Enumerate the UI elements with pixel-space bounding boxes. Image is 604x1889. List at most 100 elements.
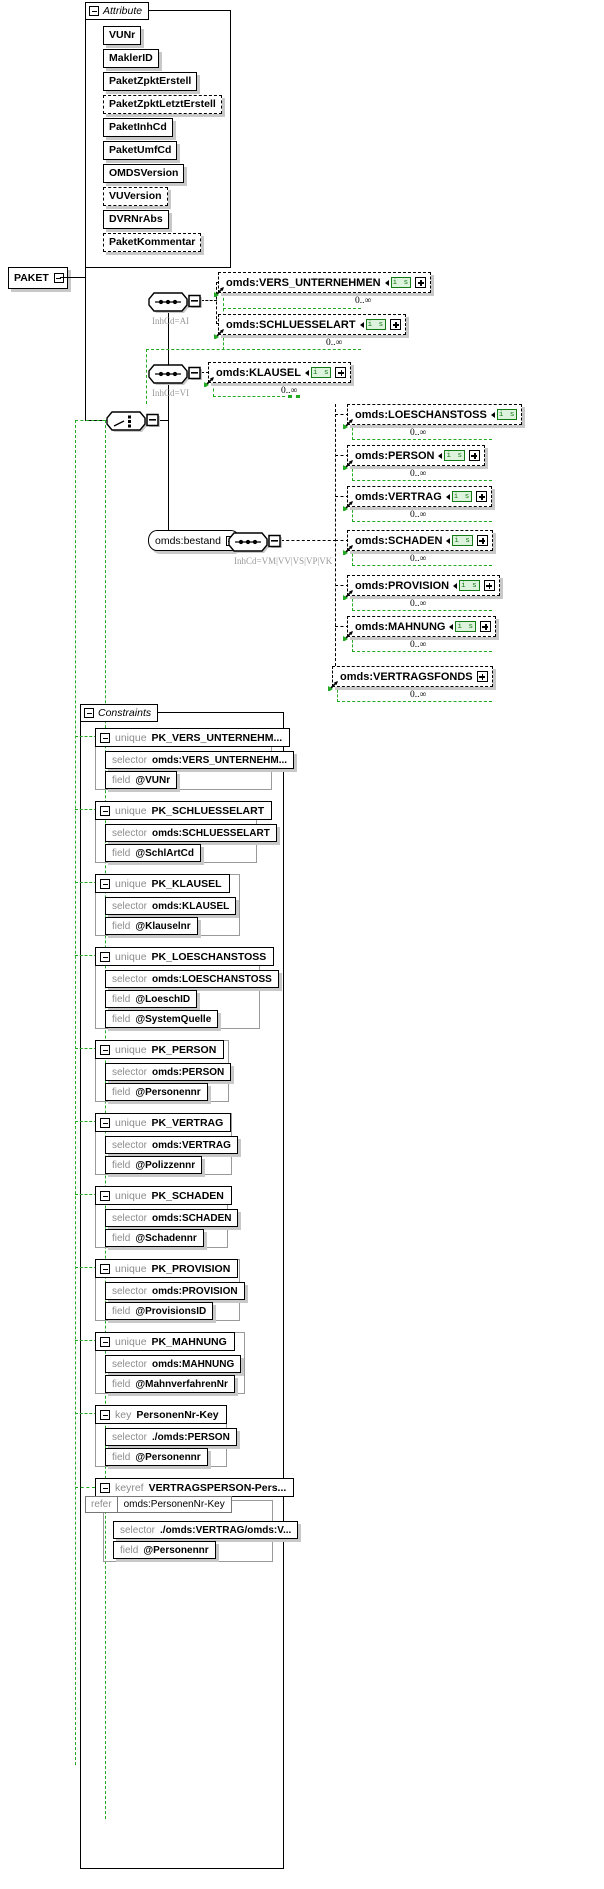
- element-label: omds:LOESCHANSTOSS: [355, 408, 487, 421]
- selector-value: omds:SCHLUESSELART: [152, 827, 270, 839]
- element-schaden[interactable]: omds:SCHADEN i s: [343, 530, 493, 555]
- attribute-group-header[interactable]: Attribute: [85, 2, 150, 20]
- element-person[interactable]: omds:PERSON i s: [343, 445, 485, 470]
- element-vertrag[interactable]: omds:VERTRAG i s: [343, 486, 493, 511]
- cardinality-provision: 0..∞: [410, 599, 427, 609]
- constraint-field-row[interactable]: field @Personennr: [105, 1083, 208, 1101]
- constraint-header-pk-provision[interactable]: unique PK_PROVISION: [95, 1259, 239, 1278]
- connector: [60, 277, 86, 279]
- minus-icon[interactable]: [100, 951, 110, 962]
- minus-icon[interactable]: [100, 1190, 110, 1201]
- constraint-selector-row[interactable]: selector omds:MAHNUNG: [105, 1355, 242, 1373]
- constraint-selector-row[interactable]: selector omds:KLAUSEL: [105, 897, 237, 915]
- constraint-header-pk-schaden[interactable]: unique PK_SCHADEN: [95, 1186, 232, 1205]
- element-klausel[interactable]: omds:KLAUSEL i s: [204, 362, 352, 387]
- minus-icon[interactable]: [84, 708, 94, 718]
- constraint-selector-row[interactable]: selector ./omds:PERSON: [105, 1428, 237, 1446]
- sequence-compositor-bestand[interactable]: [226, 530, 282, 553]
- attribute-dvrnrabs[interactable]: DVRNrAbs: [103, 210, 169, 229]
- minus-icon[interactable]: [100, 1409, 110, 1420]
- minus-icon[interactable]: [100, 1263, 110, 1274]
- attribute-paketzpkterstell[interactable]: PaketZpktErstell: [103, 72, 198, 91]
- constraint-selector-row[interactable]: selector ./omds:VERTRAG/omds:V...: [113, 1521, 299, 1539]
- expand-icon[interactable]: [476, 491, 488, 502]
- attribute-vuversion[interactable]: VUVersion: [103, 187, 168, 206]
- constraint-header-pk-vertrag[interactable]: unique PK_VERTRAG: [95, 1113, 232, 1132]
- expand-icon[interactable]: [479, 621, 491, 632]
- element-mahnung[interactable]: omds:MAHNUNG i s: [343, 616, 496, 641]
- reference-arrow-icon: [204, 377, 214, 387]
- constraint-field-row[interactable]: field @Personennr: [113, 1541, 216, 1559]
- constraint-header-vertragsperson-keyref[interactable]: keyref VERTRAGSPERSON-Pers...: [95, 1478, 295, 1497]
- minus-icon[interactable]: [89, 6, 99, 16]
- expand-icon[interactable]: [390, 319, 402, 330]
- attribute-vunr[interactable]: VUNr: [103, 26, 142, 45]
- constraint-field-row[interactable]: field @SchlArtCd: [105, 844, 202, 862]
- constraint-field-row[interactable]: field @Klauselnr: [105, 917, 198, 935]
- minus-icon[interactable]: [100, 805, 110, 816]
- expand-icon[interactable]: [468, 450, 480, 461]
- constraint-selector-row[interactable]: selector omds:PROVISION: [105, 1282, 245, 1300]
- sequence-compositor-ai[interactable]: [146, 290, 202, 313]
- constraint-field-row[interactable]: field @LoeschID: [105, 990, 198, 1008]
- constraint-field-row[interactable]: field @MahnverfahrenNr: [105, 1375, 235, 1393]
- expand-icon[interactable]: [476, 671, 488, 682]
- constraint-field-row[interactable]: field @Polizzennr: [105, 1156, 203, 1174]
- attribute-omdsversion[interactable]: OMDSVersion: [103, 164, 185, 183]
- element-vertragsfonds[interactable]: omds:VERTRAGSFONDS: [328, 666, 493, 691]
- sequence-compositor-vi[interactable]: [146, 362, 202, 385]
- constraint-kind: unique: [115, 950, 147, 963]
- selector-value: omds:PERSON: [152, 1066, 225, 1078]
- constraint-field-row[interactable]: field @VUNr: [105, 771, 178, 789]
- element-loeschanstoss[interactable]: omds:LOESCHANSTOSS i s: [343, 404, 523, 429]
- choice-compositor[interactable]: [104, 409, 160, 432]
- constraint-selector-row[interactable]: selector omds:SCHLUESSELART: [105, 824, 277, 842]
- attribute-paketkommentar[interactable]: PaketKommentar: [103, 233, 202, 252]
- constraint-selector-row[interactable]: selector omds:VERTRAG: [105, 1136, 238, 1154]
- attribute-paketzpktletzterstell[interactable]: PaketZpktLetztErstell: [103, 95, 222, 114]
- minus-icon[interactable]: [100, 1336, 110, 1347]
- expand-icon[interactable]: [476, 535, 488, 546]
- constraint-field-row[interactable]: field @ProvisionsID: [105, 1302, 214, 1320]
- element-provision[interactable]: omds:PROVISION i s: [343, 575, 500, 600]
- constraint-header-personennr-key[interactable]: key PersonenNr-Key: [95, 1405, 227, 1424]
- field-key: field: [112, 774, 131, 786]
- constraint-header-pk-vers-unternehmen[interactable]: unique PK_VERS_UNTERNEHM...: [95, 728, 291, 747]
- constraint-header-pk-person[interactable]: unique PK_PERSON: [95, 1040, 225, 1059]
- minus-icon[interactable]: [100, 1482, 110, 1493]
- expand-icon[interactable]: [483, 580, 495, 591]
- minus-icon[interactable]: [100, 1044, 110, 1055]
- minus-icon[interactable]: [100, 732, 110, 743]
- expand-icon[interactable]: [335, 367, 347, 378]
- constraint-header-pk-klausel[interactable]: unique PK_KLAUSEL: [95, 874, 230, 893]
- attribute-paketinhcd[interactable]: PaketInhCd: [103, 118, 173, 137]
- element-schluesselart[interactable]: omds:SCHLUESSELART i s: [214, 314, 407, 339]
- expand-icon[interactable]: [415, 277, 427, 288]
- constraint-header-pk-schluesselart[interactable]: unique PK_SCHLUESSELART: [95, 801, 273, 820]
- attribute-label: OMDSVersion: [109, 167, 179, 180]
- element-vers-unternehmen[interactable]: omds:VERS_UNTERNEHMEN i s: [214, 272, 432, 297]
- keyref-refer-row[interactable]: refer omds:PersonenNr-Key: [85, 1496, 232, 1513]
- constraints-group-header[interactable]: Constraints: [80, 704, 159, 722]
- attribute-maklerid[interactable]: MaklerID: [103, 49, 159, 68]
- constraint-name: PK_SCHLUESSELART: [151, 804, 265, 817]
- constraint-field-row[interactable]: field @Personennr: [105, 1448, 208, 1466]
- selector-value: omds:SCHADEN: [152, 1212, 232, 1224]
- constraint-selector-row[interactable]: selector omds:LOESCHANSTOSS: [105, 970, 279, 988]
- green-connector: [75, 955, 97, 956]
- constraint-header-pk-loeschanstoss[interactable]: unique PK_LOESCHANSTOSS: [95, 947, 275, 966]
- attribute-paketumfcd[interactable]: PaketUmfCd: [103, 141, 178, 160]
- minus-icon[interactable]: [100, 878, 110, 889]
- reference-arrow-icon: [343, 501, 353, 511]
- green-connector: [223, 308, 361, 309]
- constraint-selector-row[interactable]: selector omds:SCHADEN: [105, 1209, 239, 1227]
- constraint-field-row[interactable]: field @Schadennr: [105, 1229, 204, 1247]
- reference-arrow-icon: [343, 419, 353, 429]
- constraint-selector-row[interactable]: selector omds:VERS_UNTERNEHM...: [105, 751, 295, 769]
- type-arrow-icon: [449, 623, 454, 630]
- constraint-selector-row[interactable]: selector omds:PERSON: [105, 1063, 232, 1081]
- root-element-paket[interactable]: PAKET: [8, 267, 68, 289]
- minus-icon[interactable]: [100, 1117, 110, 1128]
- constraint-header-pk-mahnung[interactable]: unique PK_MAHNUNG: [95, 1332, 235, 1351]
- constraint-field-row[interactable]: field @SystemQuelle: [105, 1010, 219, 1028]
